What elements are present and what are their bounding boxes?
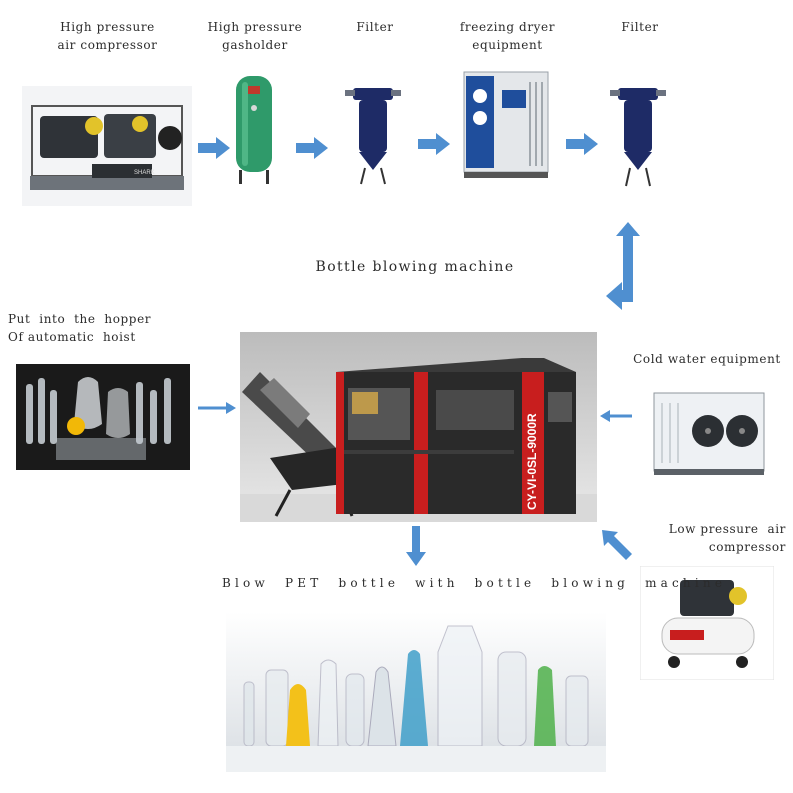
arrow-right-icon bbox=[418, 133, 450, 155]
pet-bottles-image bbox=[226, 612, 606, 772]
machine-model-text: CY-VI-0SL-9000R bbox=[525, 413, 539, 510]
arrow-diagonal-icon bbox=[602, 530, 632, 560]
low-pressure-air-compressor-image bbox=[640, 566, 774, 680]
arrow-right-icon bbox=[198, 137, 230, 159]
elbow-arrow-icon bbox=[606, 222, 640, 310]
filter-1-image bbox=[343, 78, 403, 188]
arrow-left-icon bbox=[600, 410, 632, 422]
label-put-into-hopper: Put into the hopper Of automatic hoist bbox=[8, 312, 152, 344]
brand-lettering: SHARK bbox=[134, 170, 155, 176]
bottle-blowing-machine-title: Bottle blowing machine bbox=[315, 259, 515, 275]
label-filter-1: Filter bbox=[356, 20, 394, 34]
label-filter-2: Filter bbox=[621, 20, 659, 34]
arrow-right-icon bbox=[198, 402, 236, 414]
freezing-dryer-image bbox=[460, 68, 554, 180]
high-pressure-gasholder-image bbox=[228, 72, 280, 188]
bottle-blowing-machine-image: CY-VI-0SL-9000R bbox=[240, 332, 597, 522]
label-high-pressure-air-compressor: High pressure air compressor bbox=[57, 20, 158, 52]
label-low-pressure-air-compressor: Low pressure air compressor bbox=[668, 522, 786, 554]
label-cold-water-equipment: Cold water equipment bbox=[633, 352, 781, 366]
label-blow-pet-bottle: Blow PET bottle with bottle blowing mach… bbox=[222, 576, 727, 590]
arrow-right-icon bbox=[566, 133, 598, 155]
label-freezing-dryer-equipment: freezing dryer equipment bbox=[459, 20, 556, 52]
high-pressure-air-compressor-image: SHARK bbox=[22, 86, 192, 206]
label-high-pressure-gasholder: High pressure gasholder bbox=[207, 20, 303, 52]
filter-2-image bbox=[608, 78, 668, 190]
arrow-right-icon bbox=[296, 137, 328, 159]
preforms-image bbox=[16, 364, 190, 470]
arrow-down-icon bbox=[406, 526, 426, 566]
cold-water-equipment-image bbox=[650, 383, 770, 483]
